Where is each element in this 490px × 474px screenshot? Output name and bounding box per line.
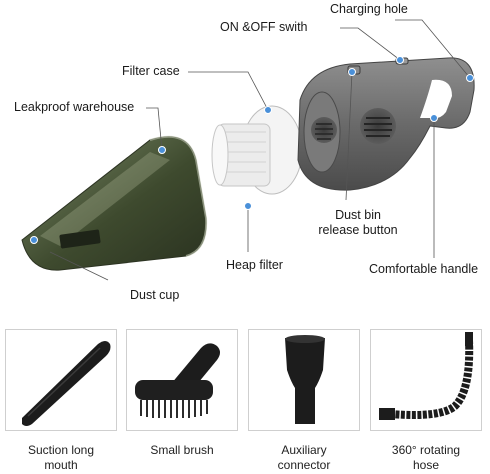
label-leakproof-warehouse: Leakproof warehouse (14, 100, 135, 114)
label-charging-hole: Charging hole (330, 2, 408, 16)
caption-suction-mouth: Suction long mouth (1, 443, 121, 473)
caption-suction-mouth-line2: mouth (44, 458, 78, 472)
heap-filter-graphic (211, 105, 303, 195)
small-brush-icon (135, 343, 220, 418)
accessory-tile-suction-mouth (5, 329, 117, 431)
label-comfortable-handle: Comfortable handle (369, 262, 479, 276)
caption-hose-line2: hose (412, 458, 440, 472)
label-dust-cup: Dust cup (130, 288, 180, 302)
caption-auxiliary-connector: Auxiliary connector (244, 443, 364, 473)
vacuum-body-graphic (297, 57, 475, 191)
caption-rotating-hose: 360° rotating hose (366, 443, 486, 473)
marker-dots (30, 56, 474, 244)
label-on-off-switch: ON &OFF swith (220, 20, 308, 34)
caption-small-brush-line1: Small brush (150, 443, 214, 457)
hose-icon (379, 332, 474, 420)
accessory-tile-auxiliary-connector (248, 329, 360, 431)
vacuum-illustration (21, 19, 475, 281)
caption-suction-mouth-line1: Suction long (27, 443, 95, 457)
label-heap-filter: Heap filter (226, 258, 283, 272)
dust-cup-graphic (21, 135, 208, 271)
caption-small-brush: Small brush (122, 443, 242, 458)
caption-connector-line2: connector (277, 458, 331, 472)
accessory-tile-small-brush (126, 329, 238, 431)
leader-lines (49, 19, 471, 281)
suction-mouth-icon (22, 341, 111, 426)
caption-hose-line1: 360° rotating (391, 443, 461, 457)
connector-icon (285, 335, 325, 424)
accessory-tile-rotating-hose (370, 329, 482, 431)
label-dust-bin-line2: release button (318, 223, 398, 237)
label-dust-bin-release: Dust bin release button (308, 208, 408, 238)
label-filter-case: Filter case (122, 64, 180, 78)
label-dust-bin-line1: Dust bin (335, 208, 381, 222)
caption-connector-line1: Auxiliary (281, 443, 327, 457)
